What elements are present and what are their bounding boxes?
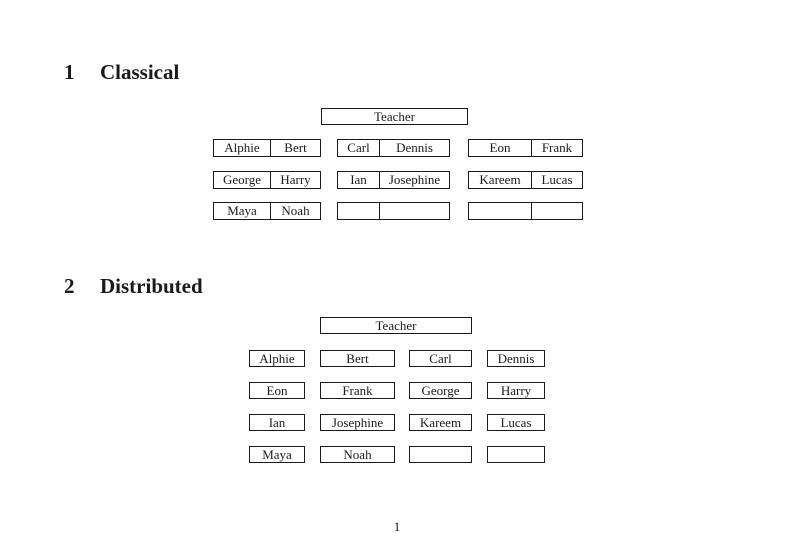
distributed-seat: Eon bbox=[249, 382, 305, 399]
distributed-seat: Alphie bbox=[249, 350, 305, 367]
distributed-seat: George bbox=[409, 382, 472, 399]
distributed-seat: Bert bbox=[320, 350, 395, 367]
classical-desk-empty bbox=[337, 202, 450, 220]
classical-teacher-desk: Teacher bbox=[321, 108, 468, 125]
seat-cell-empty bbox=[338, 203, 379, 219]
seat-cell: Eon bbox=[489, 140, 511, 155]
distributed-seat: Carl bbox=[409, 350, 472, 367]
page-number: 1 bbox=[393, 519, 401, 534]
distributed-seat: Frank bbox=[320, 382, 395, 399]
section-heading-distributed: 2 Distributed bbox=[64, 275, 203, 297]
seat-cell-empty bbox=[469, 203, 531, 219]
seat-cell: Carl bbox=[347, 140, 370, 155]
classical-desk: Carl Dennis bbox=[337, 139, 450, 157]
distributed-seat: Kareem bbox=[409, 414, 472, 431]
section-title: Distributed bbox=[100, 274, 203, 298]
seat-cell: Frank bbox=[531, 140, 582, 156]
distributed-seat-empty bbox=[409, 446, 472, 463]
seat-cell: Josephine bbox=[379, 172, 449, 188]
distributed-seat: Harry bbox=[487, 382, 545, 399]
distributed-seat: Lucas bbox=[487, 414, 545, 431]
classical-desk: Kareem Lucas bbox=[468, 171, 583, 189]
seat-cell: Bert bbox=[270, 140, 320, 156]
distributed-seat-empty bbox=[487, 446, 545, 463]
section-number: 2 bbox=[64, 274, 75, 298]
seat-cell: Kareem bbox=[479, 172, 521, 187]
distributed-seat: Josephine bbox=[320, 414, 395, 431]
seat-cell-empty bbox=[531, 203, 582, 219]
section-heading-classical: 1 Classical bbox=[64, 61, 179, 83]
seat-cell: Dennis bbox=[379, 140, 449, 156]
distributed-seat: Ian bbox=[249, 414, 305, 431]
distributed-seat: Dennis bbox=[487, 350, 545, 367]
classical-desk: Alphie Bert bbox=[213, 139, 321, 157]
classical-desk: Ian Josephine bbox=[337, 171, 450, 189]
distributed-seat: Noah bbox=[320, 446, 395, 463]
seat-cell: Maya bbox=[227, 203, 257, 218]
section-title: Classical bbox=[100, 60, 180, 84]
seat-cell: Noah bbox=[270, 203, 320, 219]
section-number: 1 bbox=[64, 60, 75, 84]
classical-desk-empty bbox=[468, 202, 583, 220]
distributed-seat: Maya bbox=[249, 446, 305, 463]
seat-cell: Lucas bbox=[531, 172, 582, 188]
seat-cell: Harry bbox=[270, 172, 320, 188]
classical-desk: Eon Frank bbox=[468, 139, 583, 157]
seat-cell: George bbox=[222, 172, 262, 187]
classical-desk: Maya Noah bbox=[213, 202, 321, 220]
seat-cell: Alphie bbox=[224, 140, 260, 155]
seat-cell: Ian bbox=[350, 172, 367, 187]
classical-desk: George Harry bbox=[213, 171, 321, 189]
seat-cell-empty bbox=[379, 203, 449, 219]
distributed-teacher-desk: Teacher bbox=[320, 317, 472, 334]
